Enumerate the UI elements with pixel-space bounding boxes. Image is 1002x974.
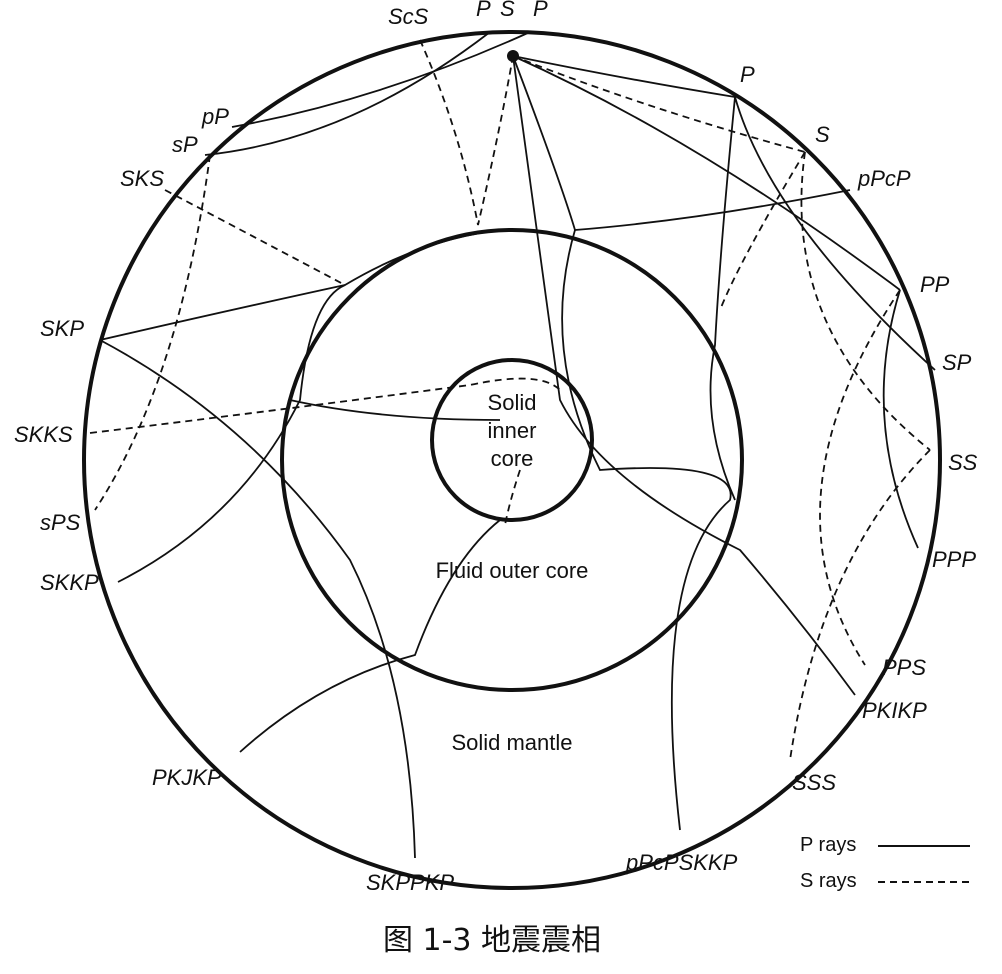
label-PP: PP [920,272,950,297]
inner-core-label-3: core [491,446,534,471]
ray-pP [231,31,531,128]
legend: P rays S rays [800,834,970,892]
ray-SP [734,96,936,371]
ray-PKIKP [512,55,856,696]
ray-sPS [94,154,211,511]
s-ray-paths [89,39,931,761]
label-P-top2: P [533,0,548,21]
label-pPcP: pPcP [857,166,911,191]
ray-S-inner [504,469,521,526]
label-pPcPSKKP: pPcPSKKP [625,850,738,875]
figure-caption: 图 1-3 地震震相 [383,923,601,958]
legend-p-rays-label: P rays [800,834,856,856]
inner-core-label-2: inner [488,418,537,443]
label-sPS: sPS [40,510,81,535]
ray-SKP [99,229,501,341]
ray-ScS [419,39,514,226]
legend-s-rays-label: S rays [800,870,857,892]
label-SKS: SKS [120,166,164,191]
label-PPS: PPS [882,655,926,680]
label-SKPPKP: SKPPKP [366,870,454,895]
label-SKP: SKP [40,316,84,341]
ray-SKPPKP [99,339,416,859]
label-SKKP: SKKP [40,570,99,595]
ray-SKS [164,189,346,286]
label-pP: pP [201,104,229,129]
label-S-top: S [500,0,515,21]
ray-S-right [512,55,806,153]
label-sP: sP [172,132,198,157]
ray-SKKP [117,284,346,583]
ray-P-right-steep [709,96,736,501]
inner-core-boundary [430,358,594,522]
ray-P-right [512,55,736,98]
mantle-label: Solid mantle [451,730,572,755]
inner-core-label-1: Solid [488,390,537,415]
label-PKIKP: PKIKP [862,698,927,723]
ray-S-mantle-right [719,151,806,311]
ray-SSS [789,449,931,761]
label-SKKS: SKKS [14,422,73,447]
label-PKJKP: PKJKP [152,765,222,790]
label-P-top: P [476,0,491,21]
ray-pPcP [512,55,851,231]
ray-pPcPSKKP [561,229,732,831]
ray-PPP [882,289,919,549]
earth-surface [82,30,942,890]
outer-core-label: Fluid outer core [436,558,589,583]
ray-sP [204,31,491,156]
label-SS: SS [948,450,978,475]
ray-SS [800,151,931,451]
ray-PKJKP [239,519,501,753]
label-P-right: P [740,62,755,87]
ray-PP [512,55,901,291]
ray-SKKS [89,377,561,434]
label-PPP: PPP [932,547,976,572]
ray-mantle-P-left [289,399,501,421]
label-ScS: ScS [388,4,429,29]
label-SP: SP [942,350,972,375]
core-mantle-boundary [280,228,744,692]
ray-PPS [819,289,901,666]
label-S-right: S [815,122,830,147]
label-SSS: SSS [792,770,836,795]
